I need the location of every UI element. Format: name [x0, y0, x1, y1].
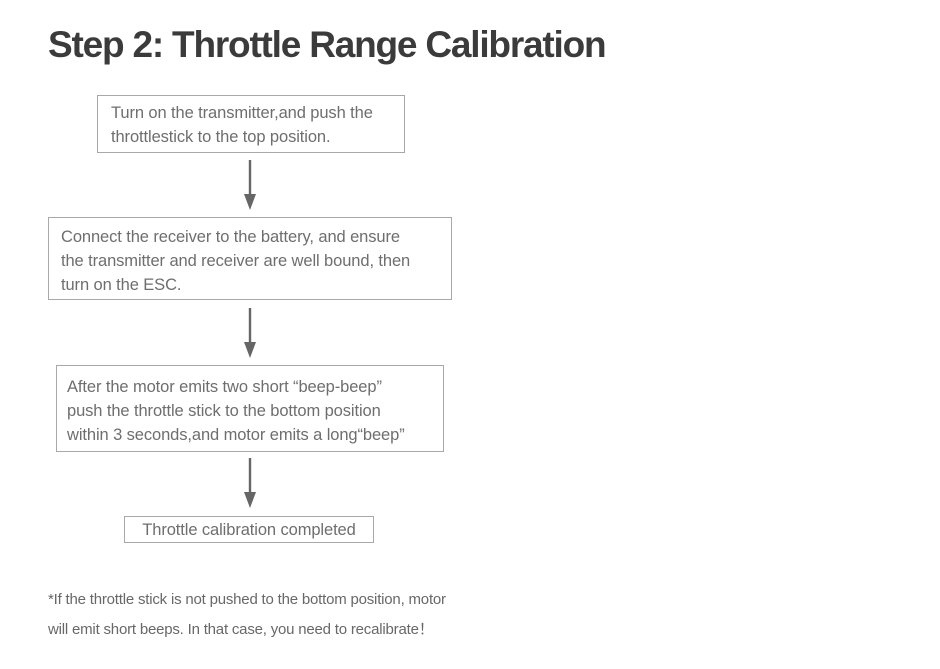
arrow-down-icon	[242, 160, 258, 210]
footnote-line: *If the throttle stick is not pushed to …	[48, 591, 446, 608]
flow-step-text: After the motor emits two short “beep-be…	[67, 378, 382, 396]
flow-step-text: the transmitter and receiver are well bo…	[61, 252, 411, 270]
arrow-down-icon	[242, 458, 258, 508]
flow-step-text: push the throttle stick to the bottom po…	[67, 402, 381, 420]
footnote: *If the throttle stick is not pushed to …	[48, 585, 488, 645]
flow-step-box-1: Turn on the transmitter,and push the thr…	[97, 95, 405, 153]
flow-step-text: throttlestick to the top position.	[111, 128, 331, 146]
flow-step-text: turn on the ESC.	[61, 276, 182, 294]
flow-step-box-3: After the motor emits two short “beep-be…	[56, 365, 444, 452]
flow-result-text: Throttle calibration completed	[142, 521, 356, 539]
flow-step-text: Connect the receiver to the battery, and…	[61, 228, 400, 246]
page-title: Step 2: Throttle Range Calibration	[48, 24, 607, 65]
flow-step-box-2: Connect the receiver to the battery, and…	[48, 217, 452, 300]
footnote-line: will emit short beeps. In that case, you…	[48, 621, 434, 638]
flow-step-text: Turn on the transmitter,and push the	[111, 104, 373, 122]
flow-step-text: within 3 seconds,and motor emits a long“…	[67, 426, 405, 444]
arrow-down-icon	[242, 308, 258, 358]
flow-result-box: Throttle calibration completed	[124, 516, 374, 543]
